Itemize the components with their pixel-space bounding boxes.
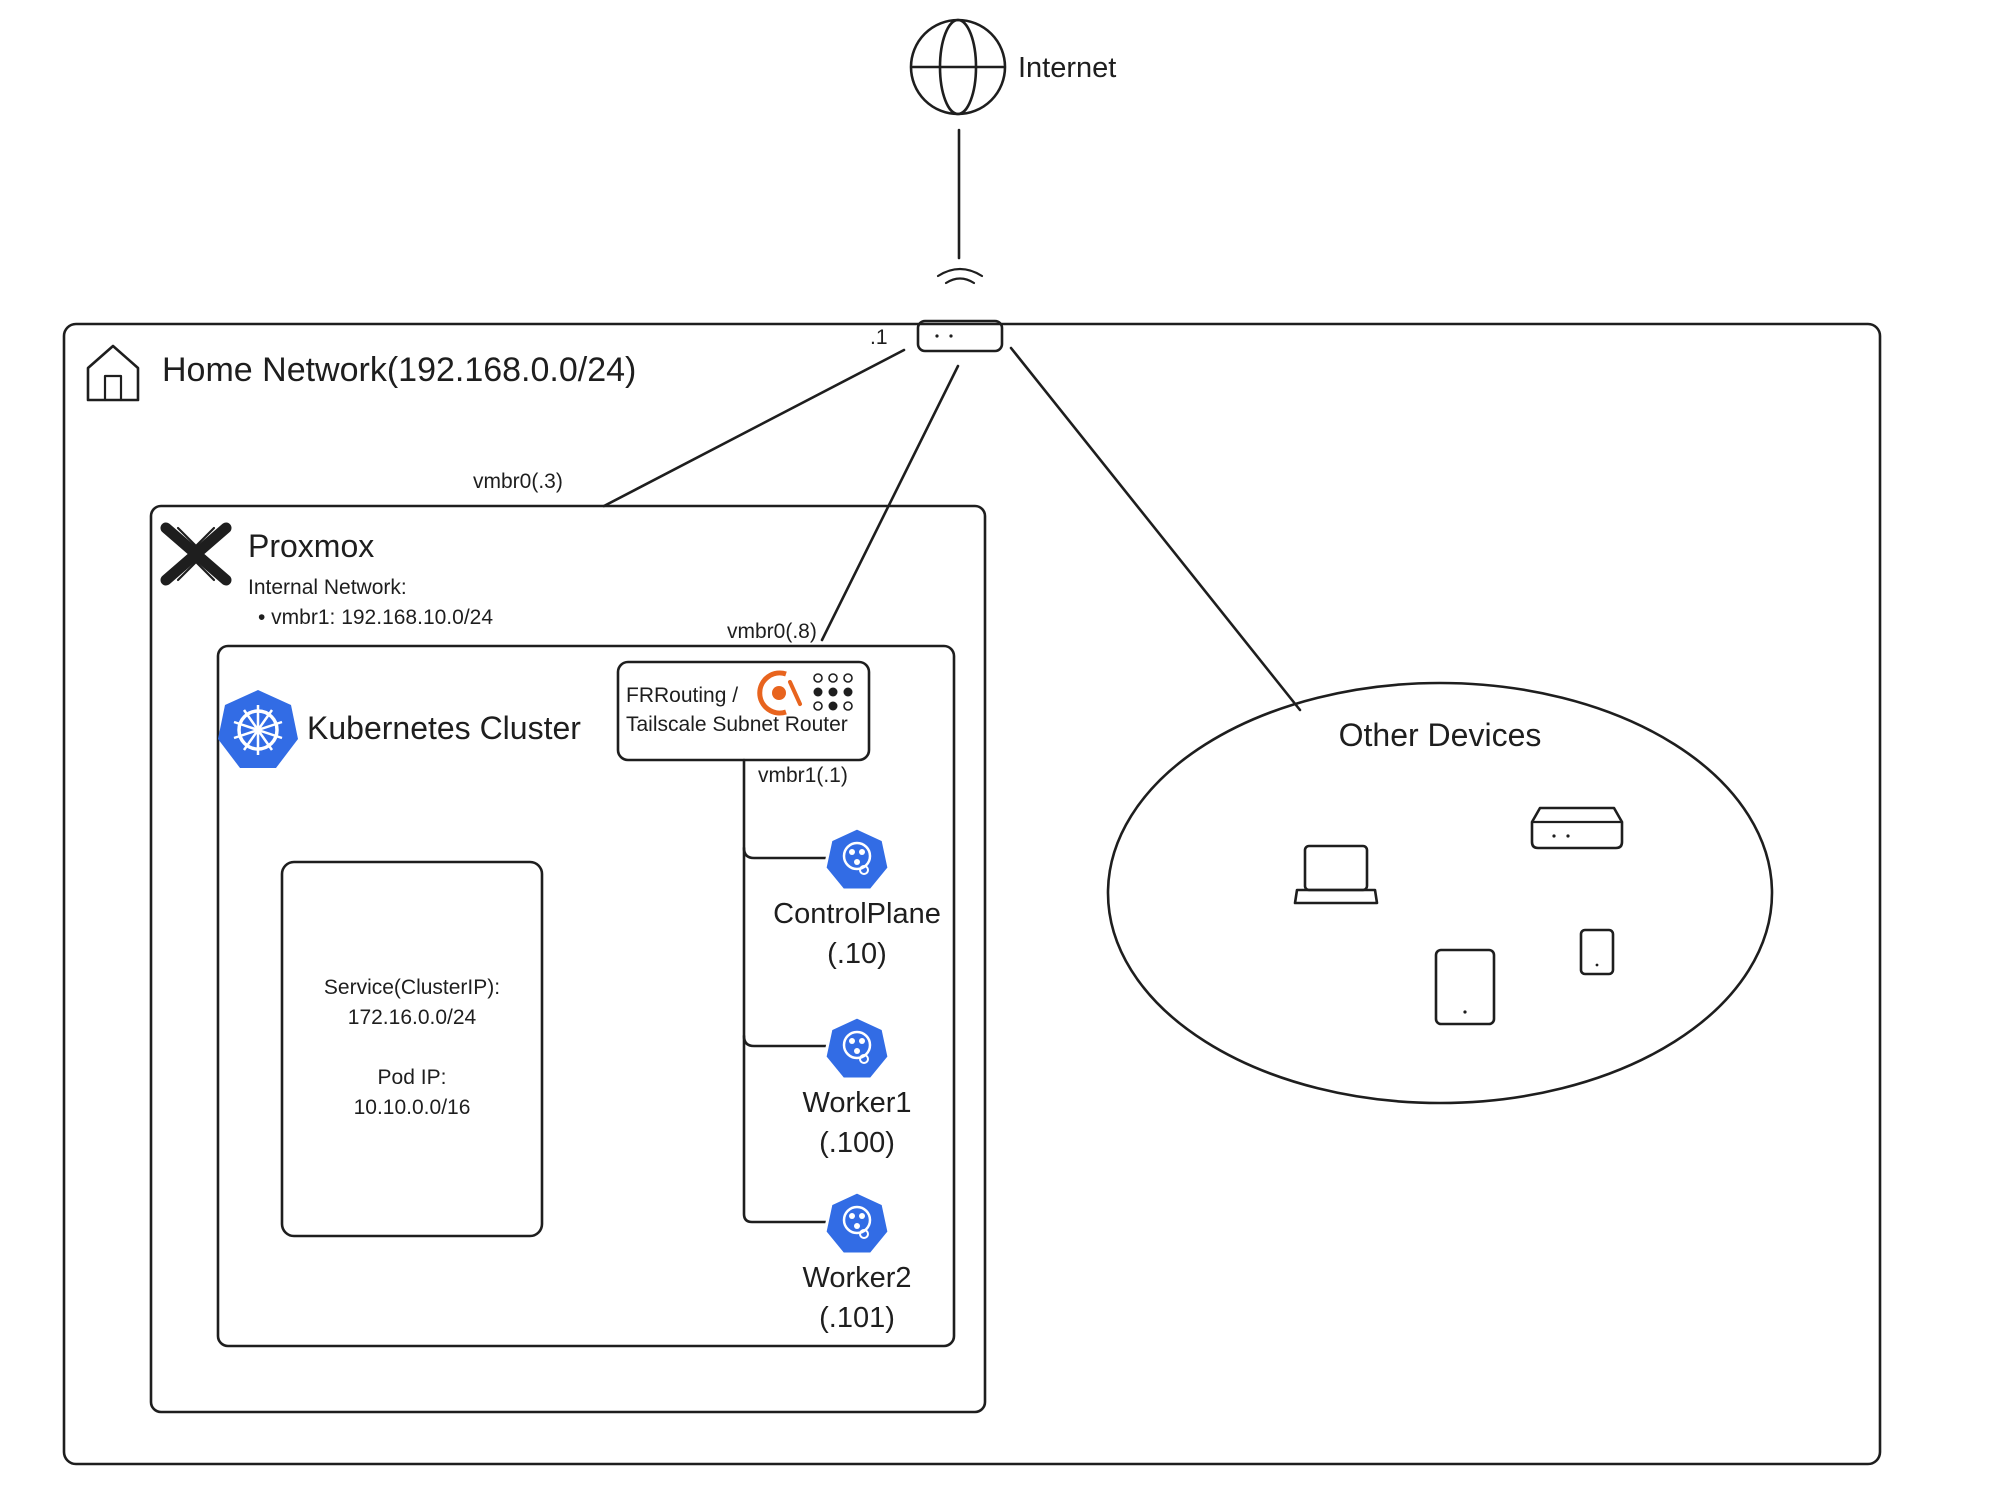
- service-line1: Service(ClusterIP):: [324, 976, 500, 999]
- other-devices-label: Other Devices: [1339, 717, 1542, 753]
- other-devices-ellipse: [1106, 681, 1774, 1105]
- pod-line2: 10.10.0.0/16: [354, 1096, 471, 1119]
- subnet-router-line1: FRRouting /: [626, 684, 738, 707]
- link-router-proxmox: [602, 348, 906, 508]
- worker2-ip: (.101): [819, 1302, 895, 1334]
- tailscale-logo-icon: [813, 673, 853, 711]
- link-router-other-devices: [1009, 346, 1302, 712]
- service-pod-box: [280, 860, 544, 1238]
- server-device-icon[interactable]: [1530, 806, 1624, 850]
- kubernetes-logo-icon: [218, 690, 298, 768]
- pod-line1: Pod IP:: [378, 1066, 447, 1089]
- tablet-icon[interactable]: [1434, 948, 1496, 1026]
- proxmox-title: Proxmox: [248, 528, 374, 564]
- router-icon[interactable]: [916, 319, 1004, 353]
- kubernetes-cluster-box: [216, 644, 956, 1348]
- subnet-router-vmbr0-label: vmbr0(.8): [727, 620, 817, 643]
- worker1-ip: (.100): [819, 1127, 895, 1159]
- vmbr1-bus: [742, 758, 828, 1224]
- link-router-subnet-router: [820, 364, 960, 642]
- subnet-router-line2: Tailscale Subnet Router: [626, 713, 848, 736]
- laptop-icon[interactable]: [1293, 844, 1379, 905]
- globe-icon: [909, 18, 1007, 116]
- worker2-node-icon[interactable]: [823, 1190, 891, 1256]
- service-line2: 172.16.0.0/24: [348, 1006, 477, 1029]
- home-network-box: [62, 322, 1882, 1466]
- subnet-router-box[interactable]: [616, 660, 871, 762]
- proxmox-vmbr1-bullet: • vmbr1: 192.168.10.0/24: [258, 606, 493, 629]
- internet-label: Internet: [1018, 52, 1116, 84]
- proxmox-box: [149, 504, 987, 1414]
- controlplane-node-icon[interactable]: [823, 826, 891, 892]
- worker1-node-icon[interactable]: [823, 1015, 891, 1081]
- controlplane-ip: (.10): [827, 938, 887, 970]
- bus-branch-controlplane: [742, 846, 828, 860]
- house-icon: [86, 344, 140, 402]
- subnet-router-vmbr1-label: vmbr1(.1): [758, 764, 848, 787]
- wifi-icon: [936, 267, 984, 285]
- proxmox-logo-icon: [160, 522, 232, 586]
- home-network-label: Home Network(192.168.0.0/24): [162, 351, 636, 389]
- worker1-name: Worker1: [802, 1087, 911, 1119]
- worker2-name: Worker2: [802, 1262, 911, 1294]
- router-ip-label: .1: [870, 326, 888, 349]
- kubernetes-title: Kubernetes Cluster: [307, 710, 581, 746]
- controlplane-name: ControlPlane: [773, 898, 941, 930]
- bus-branch-worker1: [742, 1034, 828, 1048]
- frrouting-logo-icon: [757, 670, 802, 716]
- phone-icon[interactable]: [1579, 928, 1615, 976]
- proxmox-internal-network-label: Internal Network:: [248, 576, 407, 599]
- proxmox-vmbr0-label: vmbr0(.3): [473, 470, 563, 493]
